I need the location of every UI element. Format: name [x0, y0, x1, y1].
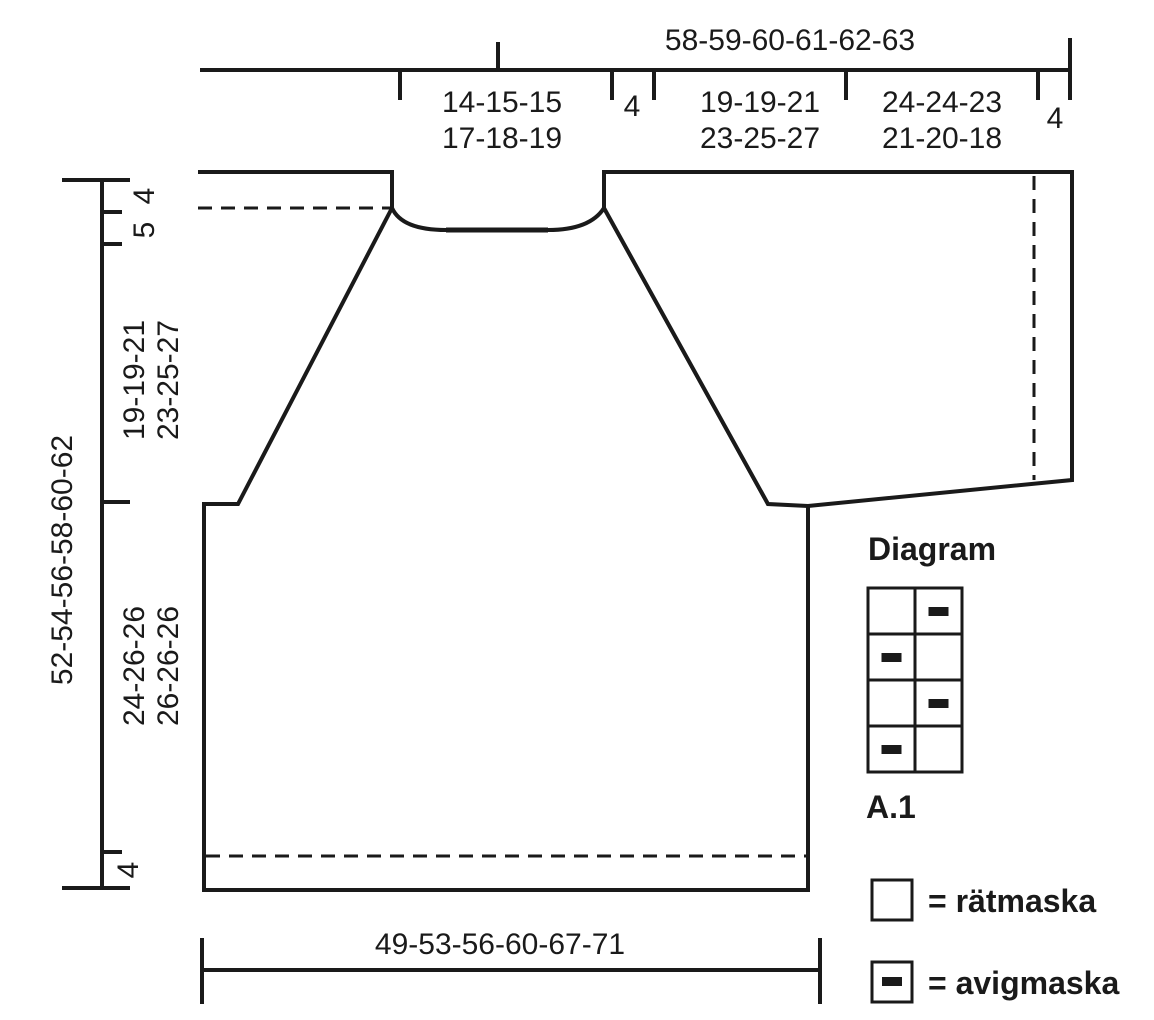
top-total-label: 58-59-60-61-62-63	[665, 24, 915, 57]
neck-width-label-2: 17-18-19	[442, 122, 562, 155]
knit-legend-label: = rätmaska	[928, 883, 1096, 919]
total-length-label: 52-54-56-58-60-62	[46, 435, 79, 685]
left-dimension-lines	[62, 178, 130, 890]
purl-dash-icon	[928, 607, 949, 616]
knit-stitch-symbol	[870, 878, 914, 922]
raglan-gap-label: 4	[624, 90, 641, 123]
right-sleeve-piece	[602, 170, 1074, 509]
width-dimension-line	[200, 938, 822, 1004]
body-length-label-2: 26-26-26	[152, 606, 185, 726]
purl-stitch-symbol	[870, 960, 914, 1004]
purl-dash-icon	[928, 699, 949, 708]
chart-name: A.1	[866, 789, 916, 825]
neck-width-label-1: 14-15-15	[442, 86, 562, 119]
sleeve-raglan-label-1: 19-19-21	[700, 86, 820, 119]
width-label: 49-53-56-60-67-71	[375, 928, 625, 961]
purl-legend-label: = avigmaska	[928, 965, 1119, 1001]
chart-cell-knit	[866, 678, 917, 728]
left-sleeve-outline	[198, 170, 394, 208]
chart-cell-knit	[866, 586, 917, 636]
chart-cell-knit	[913, 724, 964, 774]
body-length-label-1: 24-26-26	[118, 606, 151, 726]
sleeve-length-label-1: 24-24-23	[882, 86, 1002, 119]
neck-front-label: 5	[128, 222, 161, 239]
rib-bottom-label: 4	[112, 862, 145, 879]
chart-cell-knit	[913, 632, 964, 682]
yoke-depth-label-2: 23-25-27	[152, 320, 185, 440]
purl-dash-icon	[881, 745, 902, 754]
cuff-edge-label: 4	[1047, 102, 1064, 135]
neck-back-label: 4	[128, 188, 161, 205]
sleeve-raglan-label-2: 23-25-27	[700, 122, 820, 155]
stitch-chart-a1	[866, 586, 964, 774]
yoke-depth-label-1: 19-19-21	[118, 320, 151, 440]
purl-dash-icon	[881, 653, 902, 662]
top-dimension-lines	[200, 38, 1072, 100]
purl-dash-icon	[882, 977, 902, 986]
sleeve-length-label-2: 21-20-18	[882, 122, 1002, 155]
legend-title: Diagram	[868, 531, 996, 567]
